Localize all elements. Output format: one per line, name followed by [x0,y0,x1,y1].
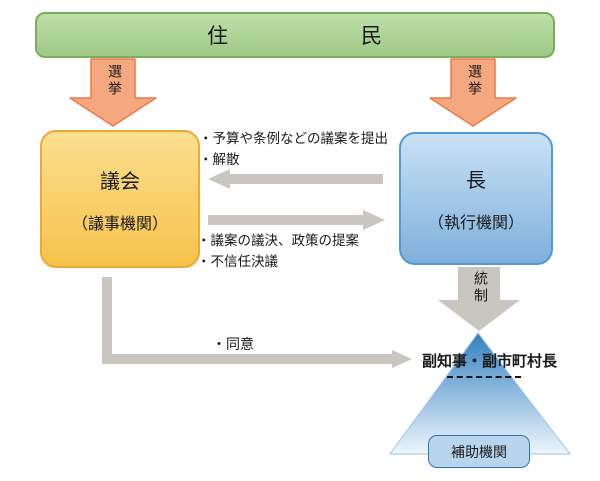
deputy-label: 副知事・副市町村長 [422,353,558,370]
right-arrow-icon [208,210,385,230]
annotation-line: ・予算や条例などの議案を提出 [199,131,388,146]
election-label-left: 選挙 [107,64,123,98]
chief-title: 長 [466,170,486,192]
election-down-arrow-left-icon [69,58,157,127]
consent-label: ・同意 [212,336,254,352]
annotation-line: ・不信任決議 [197,254,278,269]
assembly-subtitle: （議事機関） [71,215,168,233]
assembly-to-chief-annotation: ・議案の議決、政策の提案 ・不信任決議 [197,230,359,272]
control-down-arrow-icon [438,267,520,331]
residents-box: 住 民 [35,12,555,58]
annotation-line: ・議案の議決、政策の提案 [197,233,359,248]
residents-label: 住 民 [207,25,383,48]
left-arrow-icon [208,169,383,189]
chief-subtitle: （執行機関） [427,215,524,232]
auxiliary-organ-label: 補助機関 [451,443,507,460]
consent-arrowhead-icon [392,350,412,368]
assembly-title: 議会 [100,170,140,193]
election-label-right: 選挙 [467,64,483,98]
assembly-box: 議会 （議事機関） [40,130,200,268]
annotation-line: ・解散 [199,152,240,167]
chief-box: 長 （執行機関） [399,132,553,265]
dashed-divider [447,376,521,378]
control-label: 統制 [473,271,489,305]
consent-arrow-vertical-segment [102,277,112,364]
auxiliary-organ-box: 補助機関 [428,435,530,468]
chief-to-assembly-annotation: ・予算や条例などの議案を提出 ・解散 [199,128,388,170]
election-down-arrow-right-icon [429,58,517,127]
consent-arrow-horizontal-segment [102,354,392,364]
